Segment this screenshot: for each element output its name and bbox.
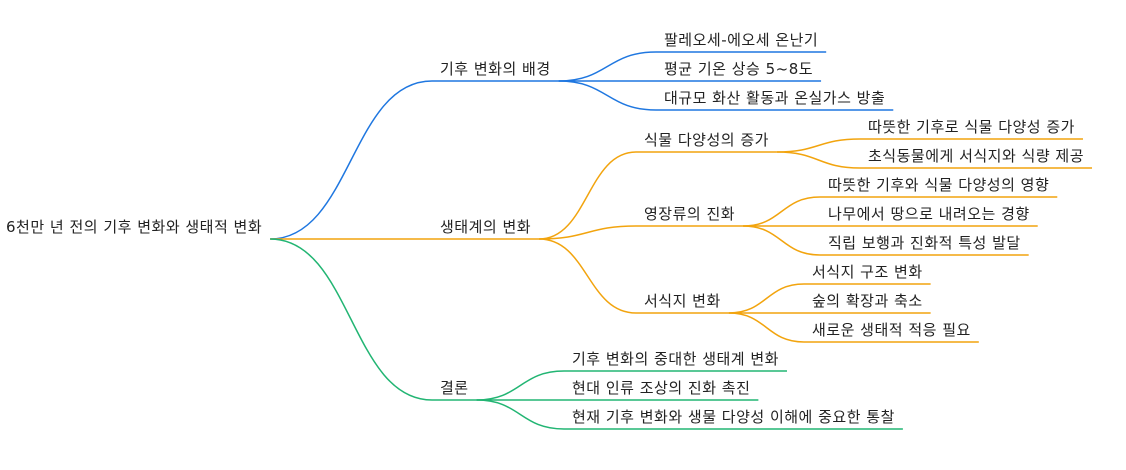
leaf-node: 나무에서 땅으로 내려오는 경향 bbox=[828, 205, 1030, 223]
connector-line bbox=[539, 225, 637, 240]
leaf-node: 따뜻한 기후와 식물 다양성의 영향 bbox=[828, 176, 1050, 194]
leaf-node: 대규모 화산 활동과 온실가스 방출 bbox=[664, 89, 886, 107]
leaf-node: 따뜻한 기후로 식물 다양성 증가 bbox=[868, 118, 1075, 136]
connector-line bbox=[270, 80, 433, 240]
connector-line bbox=[476, 399, 565, 430]
connector-line bbox=[539, 151, 637, 240]
connector-line bbox=[776, 151, 861, 169]
connector-line bbox=[776, 138, 861, 153]
connector-line bbox=[539, 238, 637, 314]
connector-line bbox=[728, 312, 805, 343]
connector-line bbox=[558, 80, 657, 111]
leaf-node: 평균 기온 상승 5~8도 bbox=[664, 60, 814, 78]
leaf-node: 서식지 구조 변화 bbox=[812, 263, 923, 281]
leaf-node: 현대 인류 조상의 진화 촉진 bbox=[572, 379, 751, 397]
leaf-node: 숲의 확장과 축소 bbox=[812, 292, 923, 310]
branch-node-ecosystem-change: 생태계의 변화 bbox=[440, 218, 532, 236]
connector-line bbox=[743, 196, 821, 227]
branch-node-conclusion: 결론 bbox=[440, 379, 469, 397]
leaf-node: 새로운 생태적 적응 필요 bbox=[812, 321, 971, 339]
connector-line bbox=[728, 283, 805, 314]
sub-node-plant-diversity: 식물 다양성의 증가 bbox=[644, 131, 769, 149]
connector-line bbox=[270, 238, 433, 401]
leaf-node: 현재 기후 변화와 생물 다양성 이해에 중요한 통찰 bbox=[572, 408, 895, 426]
root-node: 6천만 년 전의 기후 변화와 생태적 변화 bbox=[6, 218, 263, 236]
connector-line bbox=[743, 225, 821, 256]
sub-node-habitat-change: 서식지 변화 bbox=[644, 292, 721, 310]
leaf-node: 초식동물에게 서식지와 식량 제공 bbox=[868, 147, 1085, 165]
connector-line bbox=[476, 370, 565, 401]
leaf-node: 직립 보행과 진화적 특성 발달 bbox=[828, 234, 1021, 252]
branch-node-climate-background: 기후 변화의 배경 bbox=[440, 60, 551, 78]
leaf-node: 팔레오세-에오세 온난기 bbox=[664, 31, 819, 49]
connector-line bbox=[558, 51, 657, 82]
leaf-node: 기후 변화의 중대한 생태계 변화 bbox=[572, 350, 779, 368]
sub-node-primate-evolution: 영장류의 진화 bbox=[644, 205, 736, 223]
